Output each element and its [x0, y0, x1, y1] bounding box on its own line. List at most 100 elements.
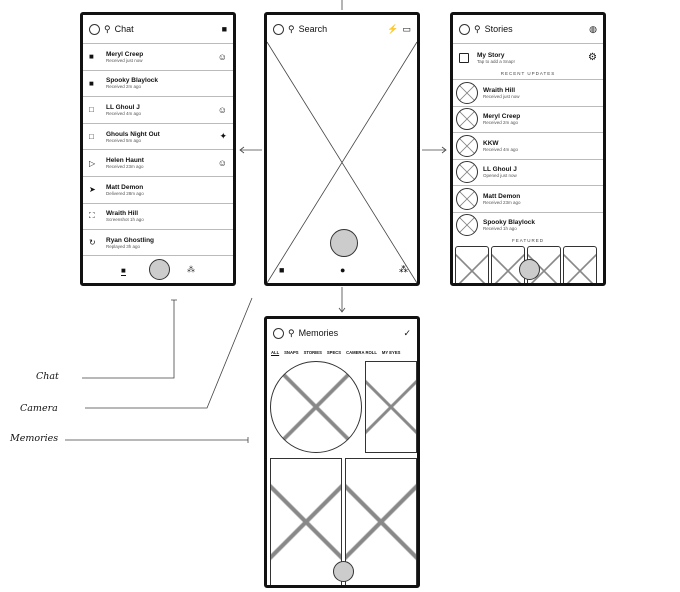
outline-square-icon: □	[89, 132, 94, 142]
chat-name: Wraith Hill	[106, 210, 139, 218]
chat-status: Replayed 3h ago	[106, 243, 141, 249]
story-name: KKW	[483, 139, 499, 147]
story-name: Wraith Hill	[483, 86, 516, 94]
featured-tile[interactable]	[563, 246, 597, 283]
story-name: LL Ghoul J	[483, 166, 517, 174]
stories-nav-icon[interactable]: ⁂	[399, 264, 408, 274]
add-story-icon[interactable]	[459, 52, 469, 63]
label-memories: Memories	[10, 433, 59, 444]
memories-tab[interactable]: STORIES	[303, 349, 322, 355]
chat-status: Received just now	[106, 57, 143, 63]
screenshot-icon: ⛶	[89, 211, 95, 221]
chat-name: LL Ghoul J	[106, 103, 140, 111]
memory-tile[interactable]	[365, 361, 417, 453]
flash-icon[interactable]: ⚡	[387, 23, 399, 34]
capture-button[interactable]	[333, 561, 354, 582]
settings-icon[interactable]: ⚙	[588, 52, 597, 63]
featured-tile[interactable]	[455, 246, 489, 283]
avatar-icon[interactable]	[89, 23, 100, 35]
story-name: Spooky Blaylock	[483, 219, 536, 227]
story-status: Received 23m ago	[483, 199, 521, 205]
story-thumbnail	[456, 187, 478, 210]
emoji-icon: ☺	[217, 51, 227, 62]
chat-name: Matt Demon	[106, 183, 144, 191]
capture-button[interactable]	[149, 259, 170, 280]
memory-tile[interactable]	[345, 458, 417, 585]
chat-nav-icon[interactable]: ■	[279, 265, 285, 275]
search-icon[interactable]: ⚲	[474, 23, 481, 34]
memory-tile[interactable]	[270, 458, 342, 585]
memories-tab[interactable]: SNAPS	[284, 349, 299, 355]
story-status: Received 2m ago	[483, 120, 519, 126]
sparkle-icon: ✦	[219, 131, 227, 142]
my-story-sub: Tap to add a Snap!	[477, 58, 515, 64]
label-camera: Camera	[20, 403, 58, 414]
memories-tab[interactable]: SPECS	[326, 349, 342, 355]
story-status: Received just now	[483, 93, 520, 99]
story-name: Matt Demon	[483, 192, 521, 200]
memories-tab[interactable]: CAMERA ROLL	[346, 349, 377, 355]
chat-name: Spooky Blaylock	[106, 77, 159, 85]
chat-nav-icon[interactable]: ■	[121, 266, 126, 276]
discover-icon[interactable]: ◍	[589, 23, 597, 34]
memory-story-circle[interactable]	[270, 361, 362, 453]
flip-camera-icon[interactable]: ▭	[402, 23, 411, 34]
story-status: Received 4m ago	[483, 146, 519, 152]
select-icon[interactable]: ✓	[403, 327, 411, 338]
new-chat-icon[interactable]: ■	[221, 24, 227, 34]
story-thumbnail	[456, 108, 478, 131]
memories-tabs: ALL SNAPS STORIES SPECS CAMERA ROLL MY EYES	[267, 347, 417, 357]
avatar-icon[interactable]	[459, 23, 470, 35]
chat-status: Received 23m ago	[106, 164, 144, 170]
emoji-icon: ☺	[217, 158, 227, 169]
memories-tab[interactable]: MY EYES	[381, 349, 401, 355]
story-status: Opened just now	[483, 173, 517, 179]
screen-title: Chat	[114, 24, 134, 34]
memories-tab[interactable]: ALL	[271, 349, 280, 355]
story-thumbnail	[456, 81, 478, 104]
story-thumbnail	[456, 161, 478, 184]
chat-name: Ryan Ghostling	[106, 236, 155, 244]
chat-status: Delivered 28m ago	[106, 190, 144, 196]
chat-name: Meryl Creep	[106, 50, 144, 58]
capture-button[interactable]	[519, 259, 540, 280]
chat-name: Helen Haunt	[106, 157, 144, 165]
screen-title: Memories	[298, 328, 339, 338]
memories-screen: ⚲Memories ✓ ALL SNAPS STORIES SPECS CAMERA RO…	[264, 316, 420, 588]
search-icon[interactable]: ⚲	[288, 23, 295, 34]
avatar-icon[interactable]	[273, 327, 284, 339]
memories-nav-icon[interactable]: ●	[340, 265, 346, 275]
avatar-icon[interactable]	[273, 23, 284, 35]
story-thumbnail	[456, 214, 478, 237]
search-icon[interactable]: ⚲	[288, 327, 295, 338]
stories-nav-icon[interactable]: ⁂	[187, 265, 195, 274]
camera-screen: ⚲Search⚡▭ ■ ● ⁂	[264, 12, 420, 286]
screen-title: Stories	[484, 24, 513, 34]
chat-status: Received 4m ago	[106, 110, 142, 116]
chat-status: Screenshot 1h ago	[106, 217, 144, 223]
story-thumbnail	[456, 134, 478, 157]
search-icon[interactable]: ⚲	[104, 23, 111, 34]
story-name: Meryl Creep	[483, 113, 521, 121]
capture-button[interactable]	[330, 229, 358, 257]
label-chat: Chat	[36, 371, 59, 382]
chat-status: Received 2m ago	[106, 84, 142, 90]
recent-updates-heading: RECENT UPDATES	[500, 71, 556, 76]
